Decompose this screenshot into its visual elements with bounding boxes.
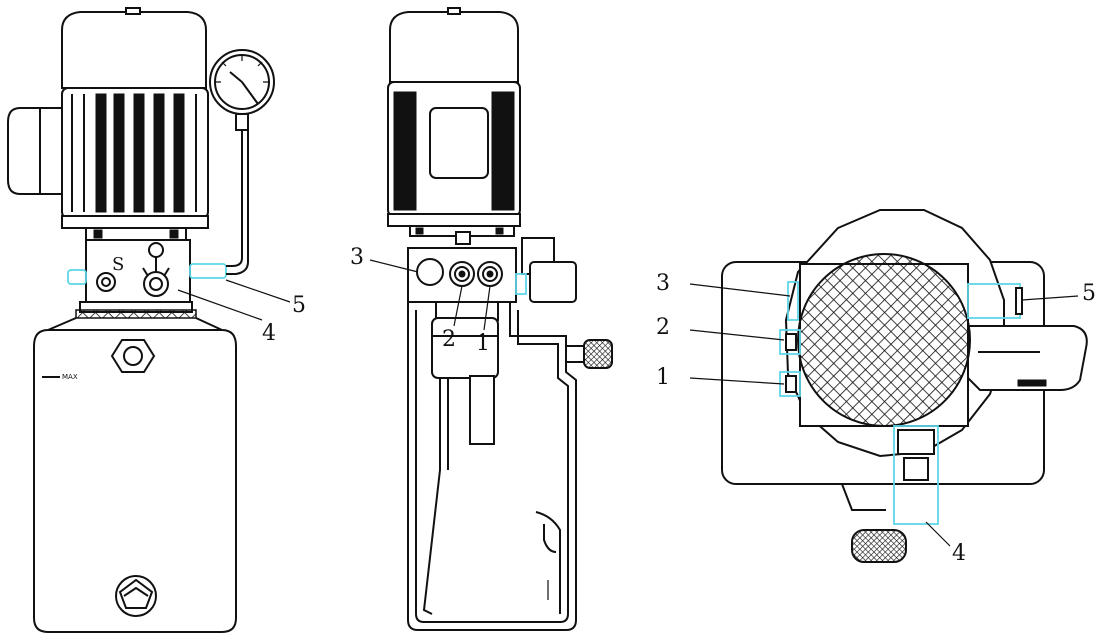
right-fitting-1 <box>785 375 797 393</box>
middle-breather-knob <box>583 339 613 369</box>
right-view: 3 2 1 5 4 <box>656 209 1096 566</box>
right-fitting-4 <box>893 425 939 525</box>
right-solenoid-arm <box>967 325 1088 391</box>
middle-motor-cap <box>389 11 519 83</box>
right-callout-2: 2 <box>656 315 670 340</box>
left-valve-block <box>85 239 191 303</box>
left-tank <box>33 329 237 633</box>
right-fitting-3 <box>787 281 799 321</box>
middle-reservoir <box>407 301 577 631</box>
left-flange-hatch <box>75 309 197 319</box>
right-knurled-plug <box>851 529 907 563</box>
left-port-a <box>96 272 116 292</box>
middle-callout-1: 1 <box>476 331 490 356</box>
right-hatched-filter <box>797 253 971 427</box>
middle-cyan-fitting <box>515 273 527 295</box>
left-tank-max-mark: MAX <box>62 373 78 381</box>
right-callout-4: 4 <box>952 541 966 566</box>
middle-nameplate <box>429 107 489 179</box>
right-fitting-2 <box>785 333 797 351</box>
left-fitting-5-right <box>189 263 227 279</box>
left-callout-4: 4 <box>262 321 276 346</box>
left-callout-5: 5 <box>292 293 306 318</box>
left-block-letter: S <box>112 254 124 275</box>
left-view: S MAX 5 <box>7 7 306 633</box>
middle-view: 3 2 1 <box>350 7 613 631</box>
left-motor-cap <box>61 11 207 89</box>
left-terminal-box <box>7 107 63 195</box>
left-fitting-5-left <box>67 269 87 285</box>
middle-callout-2: 2 <box>442 327 456 352</box>
middle-callout-3: 3 <box>350 245 364 270</box>
right-callout-1: 1 <box>656 365 670 390</box>
right-callout-3: 3 <box>656 271 670 296</box>
left-tank-filler-nut <box>110 339 156 373</box>
right-callout-5: 5 <box>1082 281 1096 306</box>
